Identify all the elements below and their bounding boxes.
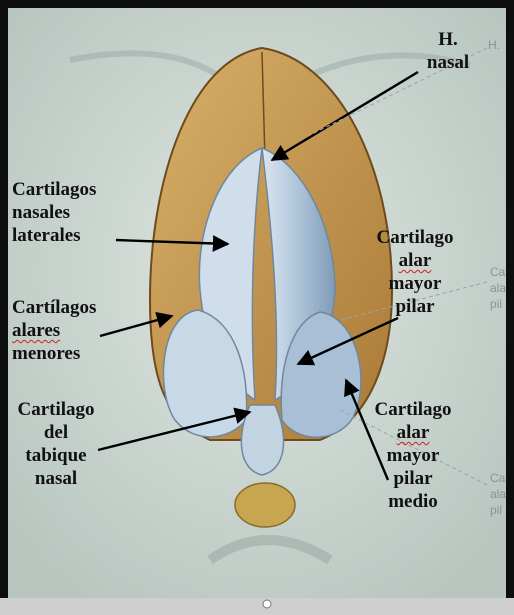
faint-line: Ca (490, 264, 506, 280)
faint-line: ala (490, 486, 506, 502)
label-h-nasal: H. nasal (418, 28, 478, 74)
label-nasales-laterales: Cartilagos nasales laterales (12, 178, 96, 247)
faint-line: Ca (490, 470, 506, 486)
faint-text-mid: Ca ala pil (490, 264, 506, 312)
label-line: nasal (6, 467, 106, 490)
label-line: menores (12, 342, 96, 365)
resize-handle (263, 600, 271, 608)
label-alares-menores: Cartílagos alares menores (12, 296, 96, 365)
faint-text-top: H. (488, 38, 500, 52)
label-line: Cartilagos (12, 178, 96, 201)
label-line: alares (12, 319, 96, 342)
faint-line: pil (490, 296, 506, 312)
label-tabique-nasal: Cartilago del tabique nasal (6, 398, 106, 490)
label-line: Cartílagos (12, 296, 96, 319)
label-line: pilar (358, 467, 468, 490)
label-line: H. (418, 28, 478, 51)
label-line: mayor (360, 272, 470, 295)
label-line: mayor (358, 444, 468, 467)
label-line: Cartilago (6, 398, 106, 421)
label-line: Cartilago (358, 398, 468, 421)
label-line: Cartilago (360, 226, 470, 249)
fibrofatty-tissue (235, 483, 295, 527)
faint-line: ala (490, 280, 506, 296)
label-line: nasales (12, 201, 96, 224)
faint-text-low: Ca ala pil (490, 470, 506, 518)
label-line: alar (358, 421, 468, 444)
label-line: medio (358, 490, 468, 513)
label-alar-mayor-pilar: Cartilago alar mayor pilar (360, 226, 470, 318)
label-line: laterales (12, 224, 96, 247)
label-alar-mayor-medio: Cartilago alar mayor pilar medio (358, 398, 468, 513)
label-line: pilar (360, 295, 470, 318)
septal-cartilage (241, 405, 283, 475)
label-line: tabique (6, 444, 106, 467)
label-line: alar (360, 249, 470, 272)
label-line: nasal (418, 51, 478, 74)
label-line: del (6, 421, 106, 444)
faint-line: pil (490, 502, 506, 518)
bottom-strip (0, 598, 514, 615)
